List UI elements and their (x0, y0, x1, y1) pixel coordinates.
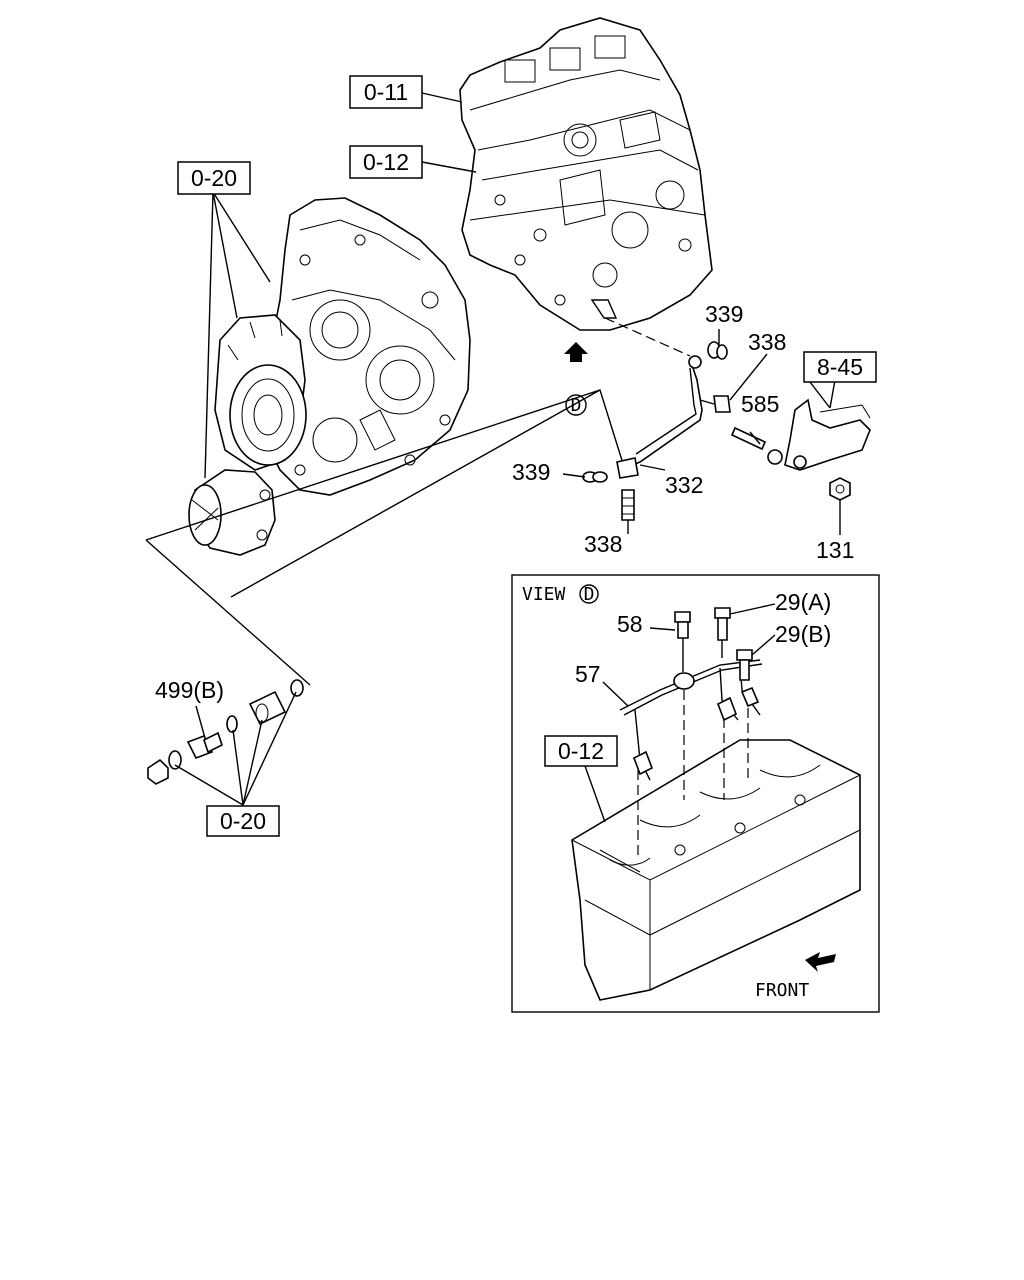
view-d-arrow: D (564, 342, 588, 416)
eye-bolt-338-top (699, 395, 731, 413)
label-338-top: 338 (748, 329, 786, 355)
svg-text:0-12: 0-12 (363, 149, 409, 175)
svg-text:0-20: 0-20 (191, 165, 237, 191)
ref-box-0-11: 0-11 (349, 75, 423, 109)
svg-text:0-12: 0-12 (558, 738, 604, 764)
ref-box-8-45: 8-45 (803, 351, 877, 383)
svg-text:0-20: 0-20 (220, 808, 266, 834)
ref-box-0-12-view: 0-12 (544, 735, 618, 767)
label-585: 585 (741, 391, 779, 417)
label-339-top: 339 (705, 301, 743, 327)
cylinder-block (459, 17, 713, 331)
bolt-29a (714, 607, 731, 658)
bracket-8-45 (767, 379, 871, 471)
washer-339-top (707, 341, 728, 360)
nut-131 (829, 477, 851, 535)
label-338-mid: 338 (584, 531, 622, 557)
label-29b: 29(B) (775, 621, 831, 647)
ref-box-0-20-top: 0-20 (177, 161, 251, 195)
vacuum-pump (188, 469, 276, 556)
svg-text:0-11: 0-11 (364, 79, 408, 105)
front-label: FRONT (755, 980, 809, 1001)
stud-585 (730, 426, 767, 451)
ref-box-0-20-bottom: 0-20 (206, 805, 280, 837)
view-d-title-marker: D (584, 584, 595, 605)
svg-text:8-45: 8-45 (817, 354, 863, 380)
label-58: 58 (617, 611, 643, 637)
pump-housing (214, 314, 307, 471)
label-131: 131 (816, 537, 854, 563)
oil-pipe-332 (604, 317, 703, 479)
oil-jet-pipe-57 (619, 659, 763, 860)
label-57: 57 (575, 661, 601, 687)
view-d-panel (511, 574, 880, 1013)
label-332: 332 (665, 472, 703, 498)
timing-gear-case (264, 197, 471, 496)
front-arrow-icon (805, 952, 836, 972)
bolt-58 (674, 611, 691, 672)
label-499b: 499(B) (155, 677, 224, 703)
label-29a: 29(A) (775, 589, 831, 615)
view-d-circle (579, 584, 599, 604)
label-339-mid: 339 (512, 459, 550, 485)
sensor-group (147, 679, 304, 806)
view-d-title: VIEW (522, 584, 566, 605)
view-marker-d: D (571, 395, 582, 416)
washer-339-mid (582, 471, 608, 483)
bolt-29b (736, 649, 753, 681)
eye-bolt-338-mid (621, 489, 635, 521)
ref-box-0-12-top: 0-12 (349, 145, 423, 179)
view-d-block (571, 739, 861, 1001)
